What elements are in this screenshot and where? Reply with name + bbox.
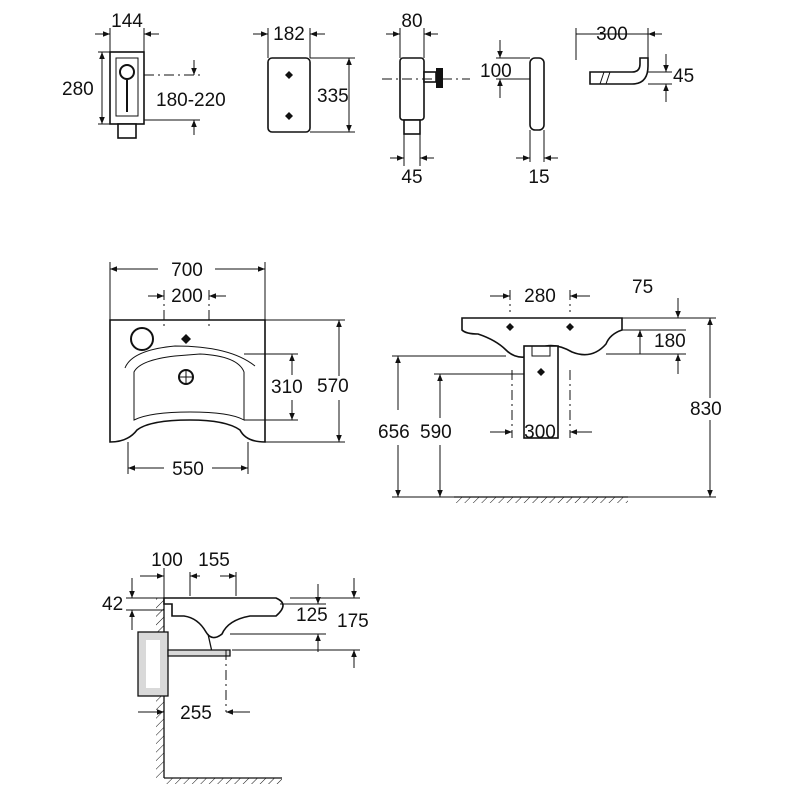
valve-depth-label: 80: [401, 11, 422, 32]
basin-fixing-mark: [181, 334, 191, 344]
side-42-label: 42: [102, 594, 123, 615]
side-125-label: 125: [296, 605, 328, 626]
front-fixing-right: [566, 323, 574, 331]
plate-hole-top: [285, 71, 293, 79]
plate-body: [267, 57, 311, 133]
basin-plan-view: 700 200 570 310 550: [109, 260, 349, 480]
pedestal-top: [531, 345, 551, 357]
wall-box-inner: [146, 640, 160, 688]
bracket-inner: [115, 57, 139, 117]
pedestal-fixing: [537, 368, 545, 376]
basin-width-label: 700: [171, 260, 203, 281]
basin-front-view: 280 75 180 830 656 590 300: [378, 277, 722, 503]
basin-side-trap: [167, 649, 231, 657]
front-rim-height-label: 830: [690, 399, 722, 420]
front-590-label: 590: [420, 422, 452, 443]
plate-hole-bottom: [285, 112, 293, 120]
plate-height-label: 335: [317, 86, 349, 107]
side-255-label: 255: [180, 703, 212, 724]
front-656-label: 656: [378, 422, 410, 443]
basin-tap-hole: [130, 327, 154, 351]
valve-view: 80 45: [382, 11, 470, 188]
front-fixing-label: 280: [524, 286, 556, 307]
valve-knob: [436, 68, 443, 88]
floor-hatch: [164, 778, 282, 784]
front-pedestal-label: 300: [524, 422, 556, 443]
side-100-label: 100: [151, 550, 183, 571]
basin-front-label: 550: [172, 459, 204, 480]
bracket-height-label: 280: [62, 79, 94, 100]
valve-spout: [423, 71, 437, 83]
trap-break: [605, 71, 611, 85]
plate-width-label: 182: [273, 24, 305, 45]
panel-view: 100 15: [480, 40, 558, 188]
basin-bowl: [133, 353, 245, 421]
plate-view: 182 335: [253, 24, 355, 133]
bowl-depth-label: 310: [271, 377, 303, 398]
valve-pipe: [403, 119, 421, 135]
bracket-width-label: 144: [111, 11, 143, 32]
trap-break: [599, 71, 605, 85]
trap-body: [589, 57, 649, 85]
side-155-label: 155: [198, 550, 230, 571]
basin-drain-cross: [179, 370, 193, 384]
front-fixing-height-label: 180: [654, 331, 686, 352]
floor-hatch: [454, 497, 628, 503]
front-fixing-left: [506, 323, 514, 331]
bracket-view: 144 280 180-220: [62, 11, 226, 139]
trap-view: 300 45: [575, 24, 694, 102]
pedestal: [523, 345, 559, 439]
bracket-pipe: [117, 123, 137, 139]
trap-length-label: 300: [596, 24, 628, 45]
basin-side-body: [163, 597, 284, 639]
bracket-range-label: 180-220: [156, 90, 226, 111]
panel-offset-label: 100: [480, 61, 512, 82]
basin-rim: [124, 345, 256, 369]
basin-fixing-label: 200: [171, 286, 203, 307]
valve-pipe-label: 45: [401, 167, 422, 188]
basin-depth-label: 570: [317, 376, 349, 397]
bracket-hole: [119, 64, 135, 80]
panel-body: [529, 57, 545, 131]
side-175-label: 175: [337, 611, 369, 632]
trap-height-label: 45: [673, 66, 694, 87]
valve-body: [399, 57, 425, 121]
front-top-offset-label: 75: [632, 277, 653, 298]
basin-side-view: 100 155 42 125 175 255: [102, 550, 369, 784]
panel-thickness-label: 15: [528, 167, 549, 188]
